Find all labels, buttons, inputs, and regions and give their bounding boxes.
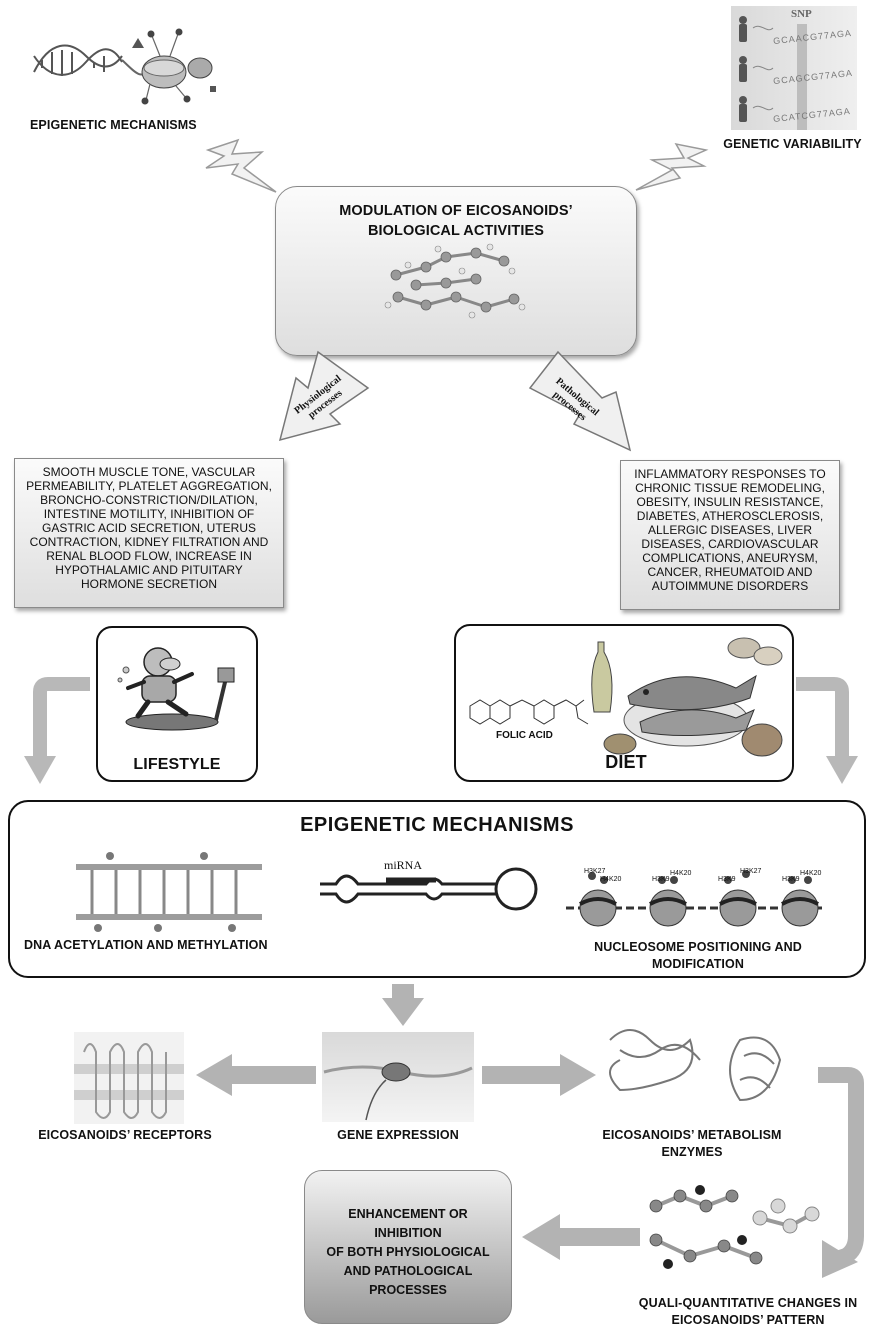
receptors-image xyxy=(74,1032,184,1124)
outcome-line-2: INHIBITION xyxy=(374,1226,442,1240)
physiological-effects-text: SMOOTH MUSCLE TONE, VASCULAR PERMEABILIT… xyxy=(15,459,283,591)
snp-illustration: SNP GCAACG77AGA GCAGCG77AGA GCATCG77AGA xyxy=(731,6,857,130)
person-silhouettes xyxy=(739,16,774,122)
physio-line-1: SMOOTH MUSCLE TONE, VASCULAR xyxy=(42,465,256,479)
membrane-receptor-icon xyxy=(74,1043,184,1119)
snp-highlight-band xyxy=(797,24,807,130)
dna-ladder-icon xyxy=(76,852,262,932)
patho-line-7: COMPLICATIONS, ANEURYSM, xyxy=(642,551,818,565)
physio-line-3: BRONCHO-CONSTRICTION/DILATION, xyxy=(40,493,258,507)
receptors-label: EICOSANOIDS’ RECEPTORS xyxy=(38,1128,212,1142)
pathological-effects-box: INFLAMMATORY RESPONSES TO CHRONIC TISSUE… xyxy=(620,460,840,610)
histone-mark-7: H3K9 xyxy=(782,876,800,883)
histone-mark-3: H3K9 xyxy=(652,876,670,883)
patho-line-3: OBESITY, INSULIN RESISTANCE, xyxy=(636,495,824,509)
enzymes-label-line1: EICOSANOIDS’ METABOLISM xyxy=(602,1128,782,1142)
patho-line-2: CHRONIC TISSUE REMODELING, xyxy=(635,481,825,495)
gene-expression-image xyxy=(322,1032,474,1122)
transcription-icon xyxy=(323,1062,473,1121)
diet-frame: FOLIC ACID DIET xyxy=(454,624,794,782)
outcome-line-5: PROCESSES xyxy=(369,1283,447,1297)
physio-line-4: INTESTINE MOTILITY, INHIBITION OF xyxy=(43,507,255,521)
modulation-title-line2: BIOLOGICAL ACTIVITIES xyxy=(367,223,545,239)
epigenetic-mechanisms-panel: EPIGENETIC MECHANISMS DNA ACETYLATION AN… xyxy=(8,800,866,978)
mirna-label: miRNA xyxy=(384,858,423,872)
dna-acetylation-label: DNA ACETYLATION AND METHYLATION xyxy=(24,938,268,952)
genetic-variability-label: GENETIC VARIABILITY xyxy=(723,137,862,151)
folic-acid-label: FOLIC ACID xyxy=(496,730,553,741)
outcome-line-4: AND PATHOLOGICAL xyxy=(343,1264,473,1278)
diet-label: DIET xyxy=(605,752,647,772)
treadmill-runner-icon xyxy=(117,647,235,731)
physio-line-5: GASTRIC ACID SECRETION, UTERUS xyxy=(41,521,257,535)
histone-mark-8: H4K20 xyxy=(800,870,822,877)
snp-label: SNP xyxy=(791,8,812,20)
modulation-box: MODULATION OF EICOSANOIDS’ BIOLOGICAL AC… xyxy=(275,186,637,356)
pathological-effects-text: INFLAMMATORY RESPONSES TO CHRONIC TISSUE… xyxy=(621,461,839,593)
mirna-hairpin-icon xyxy=(320,867,538,911)
pattern-label-line2: EICOSANOIDS’ PATTERN xyxy=(671,1313,825,1327)
histone-mark-4: H4K20 xyxy=(670,870,692,877)
lifestyle-frame: LIFESTYLE xyxy=(96,626,258,782)
patho-line-8: CANCER, RHEUMATOID AND xyxy=(647,565,813,579)
lifestyle-label: LIFESTYLE xyxy=(133,756,221,773)
patho-line-9: AUTOIMMUNE DISORDERS xyxy=(651,579,809,593)
physio-line-7: RENAL BLOOD FLOW, INCREASE IN xyxy=(46,549,252,563)
patho-line-6: DISEASES, CARDIOVASCULAR xyxy=(641,537,819,551)
outcome-line-1: ENHANCEMENT OR xyxy=(348,1207,468,1221)
gene-expression-label: GENE EXPRESSION xyxy=(337,1128,459,1142)
histone-mark-1: H3K27 xyxy=(584,868,606,875)
nucleosome-label-line1: NUCLEOSOME POSITIONING AND xyxy=(594,940,802,954)
physio-line-2: PERMEABILITY, PLATELET AGGREGATION, xyxy=(26,479,272,493)
nucleosome-label-line2: MODIFICATION xyxy=(652,957,744,971)
patho-line-1: INFLAMMATORY RESPONSES TO xyxy=(634,467,826,481)
epigenetic-mechanisms-top-label: EPIGENETIC MECHANISMS xyxy=(30,118,197,132)
eicosanoid-molecule-icon xyxy=(384,243,526,319)
patho-line-5: ALLERGIC DISEASES, LIVER xyxy=(647,523,813,537)
histone-mark-2: H4K20 xyxy=(600,876,622,883)
physio-line-8: HYPOTHALAMIC AND PITUITARY xyxy=(55,563,243,577)
folic-acid-structure-icon xyxy=(469,699,589,725)
epigenetic-panel-title: EPIGENETIC MECHANISMS xyxy=(300,814,574,836)
physio-line-9: HORMONE SECRETION xyxy=(80,577,217,591)
outcome-line-3: OF BOTH PHYSIOLOGICAL xyxy=(326,1245,490,1259)
modulation-title-line1: MODULATION OF EICOSANOIDS’ xyxy=(339,203,573,219)
outcome-box: ENHANCEMENT OR INHIBITION OF BOTH PHYSIO… xyxy=(304,1170,512,1324)
histone-mark-5: H3K9 xyxy=(718,876,736,883)
patho-line-4: DIABETES, ATHEROSCLEROSIS, xyxy=(636,509,824,523)
outcome-text: ENHANCEMENT OR INHIBITION OF BOTH PHYSIO… xyxy=(305,1171,511,1300)
enzymes-label-line2: ENZYMES xyxy=(661,1145,723,1159)
pattern-label-line1: QUALI-QUANTITATIVE CHANGES IN xyxy=(638,1296,858,1310)
histone-mark-6: H3K27 xyxy=(740,868,762,875)
food-illustration xyxy=(591,637,783,757)
physiological-effects-box: SMOOTH MUSCLE TONE, VASCULAR PERMEABILIT… xyxy=(14,458,284,608)
nucleosome-icon xyxy=(566,870,822,927)
physio-line-6: CONTRACTION, KIDNEY FILTRATION AND xyxy=(29,535,269,549)
